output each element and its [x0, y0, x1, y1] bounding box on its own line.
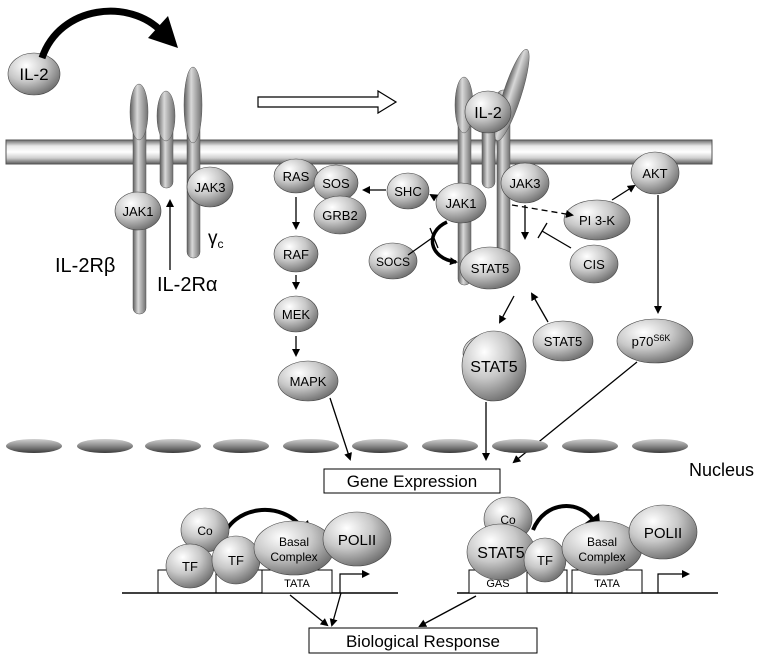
nuclear-envelope: [6, 439, 688, 453]
kinases-jak3-left-label: JAK3: [194, 180, 225, 195]
gene-expression-label: Gene Expression: [347, 472, 477, 491]
mek-node: MEK: [273, 295, 319, 333]
il2r-beta-label: IL-2Rβ: [55, 255, 115, 277]
stat-pathway-socs-label: SOCS: [376, 255, 410, 269]
stat5-dimer-node: STAT5: [461, 330, 527, 402]
right-tata-label: TATA: [594, 578, 620, 590]
stat-pathway-stat5-bound-label: STAT5: [471, 261, 510, 276]
left-promoter-basal-label: Basal: [279, 535, 309, 549]
nucleus-label: Nucleus: [689, 460, 754, 480]
left-promoter-tf1-label: TF: [182, 559, 198, 574]
mapk-pathway-mek-label: MEK: [282, 307, 311, 322]
jak3-left: JAK3: [186, 166, 234, 208]
grb2-node: GRB2: [313, 195, 367, 235]
mapk-pathway-ras-label: RAS: [283, 169, 310, 184]
ras-node: RAS: [273, 158, 319, 194]
il2-ligand-free: IL-2: [7, 52, 61, 96]
cell-membrane: [5, 139, 713, 165]
left-promoter: TATA Co TF TF Basal Complex POLII: [122, 507, 398, 594]
activation-transition-arrow: [257, 89, 398, 115]
right-promoter-polii-label: POLII: [644, 525, 682, 542]
mapk-pathway-grb2-label: GRB2: [322, 208, 357, 223]
stat-pathway-stat5-free-label: STAT5: [544, 334, 583, 349]
ligand-bound-label-label: IL-2: [474, 105, 502, 122]
il2-ligand-label: IL-2: [19, 65, 48, 84]
left-promoter-polii-label: POLII: [338, 532, 376, 549]
left-promoter-co-label: Co: [197, 524, 213, 538]
stat5-free-node: STAT5: [532, 320, 594, 362]
il2r-alpha-chain: [156, 90, 176, 189]
stat-pathway-stat5-dimer-label: STAT5: [470, 359, 518, 376]
mapk-pathway-raf-label: RAF: [283, 247, 309, 262]
right-recruitment-arrow: [531, 504, 595, 531]
gas-label: GAS: [486, 578, 509, 590]
shc-node: SHC: [386, 172, 430, 210]
mapk-node: MAPK: [277, 360, 339, 402]
kinases-jak1-right-label: JAK1: [445, 196, 476, 211]
receptors-gamma-sub-label: c: [218, 237, 224, 251]
il2r-alpha-label: IL-2Rα: [157, 274, 217, 296]
pi3k-node: PI 3-K: [563, 199, 631, 241]
jak1-left: JAK1: [114, 191, 162, 231]
receptors-gamma-label-label: γ: [208, 228, 218, 249]
il2-ligand-bound: IL-2: [464, 90, 512, 134]
stat-pathway-shc-label: SHC: [394, 184, 421, 199]
cis-node: CIS: [569, 244, 619, 284]
left-promoter-tf2-label: TF: [228, 553, 244, 568]
pi3k-pathway-akt-label: AKT: [642, 166, 667, 181]
right-promoter-stat5-label: STAT5: [477, 545, 525, 562]
biological-response-label: Biological Response: [346, 632, 500, 651]
stat5-bound-node: STAT5: [459, 246, 521, 290]
stat-pathway-cis-label: CIS: [583, 257, 605, 272]
right-promoter-co-label: Co: [500, 513, 516, 527]
right-promoter-basal-label: Basal: [587, 535, 617, 549]
left-promoter-complex-label: Complex: [270, 550, 317, 564]
jak1-right: JAK1: [435, 182, 487, 224]
socs-node: SOCS: [368, 242, 418, 280]
right-promoter-complex-label: Complex: [578, 550, 625, 564]
kinases-jak1-left-label: JAK1: [122, 204, 153, 219]
pi3k-pathway-pi3k-label: PI 3-K: [579, 213, 615, 228]
gene-expression-box: [323, 468, 501, 494]
binding-arrow: [38, 7, 165, 60]
svg-text:p70S6K: p70S6K: [632, 333, 671, 349]
gamma-c-label: γc: [208, 228, 224, 251]
raf-node: RAF: [273, 235, 319, 273]
p70-s6k-node: p70S6K: [616, 318, 694, 364]
left-tata-label: TATA: [284, 578, 310, 590]
right-promoter-tf-label: TF: [537, 553, 553, 568]
jak3-right: JAK3: [500, 162, 550, 204]
right-promoter: GAS TATA Co STAT5 TF Basal Complex POLII: [457, 496, 718, 594]
mapk-pathway-mapk-label: MAPK: [290, 374, 327, 389]
kinases-jak3-right-label: JAK3: [509, 176, 540, 191]
akt-node: AKT: [630, 151, 680, 195]
pi3k-pathway-p70-sup-label: S6K: [653, 333, 670, 343]
mapk-pathway-sos-label: SOS: [322, 176, 350, 191]
sos-node: SOS: [313, 164, 359, 202]
pi3k-pathway-p70-label: p70: [632, 334, 654, 349]
biological-response-box: [308, 627, 538, 654]
